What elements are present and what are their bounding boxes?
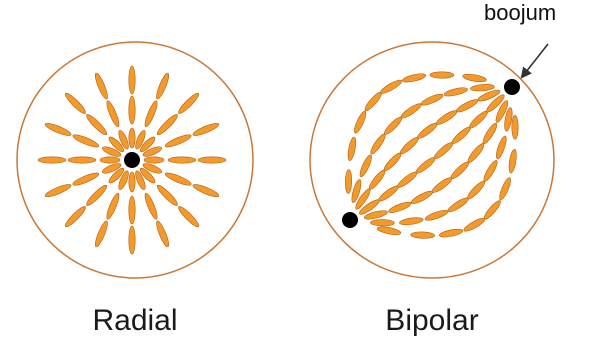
bipolar-mesogen — [410, 189, 434, 206]
bipolar-mesogen — [439, 228, 464, 239]
bipolar-mesogen — [430, 72, 454, 78]
radial-mesogen — [176, 204, 200, 228]
radial-mesogen — [129, 96, 135, 124]
bipolar-mesogen — [402, 72, 427, 84]
bipolar-mesogen — [416, 121, 439, 141]
bipolar-mesogen — [424, 208, 449, 222]
bipolar-mesogen — [449, 160, 471, 181]
radial-mesogen — [168, 157, 196, 163]
bipolar-mesogen — [508, 149, 518, 174]
bipolar-mesogen — [446, 196, 470, 214]
radial-mesogen — [143, 100, 160, 128]
bipolar-mesogen — [498, 176, 513, 201]
radial-mesogen — [44, 182, 72, 199]
radial-mesogen — [144, 157, 164, 163]
radial-mesogen — [129, 172, 135, 192]
radial-mesogen — [155, 112, 179, 136]
radial-mesogen — [129, 128, 135, 148]
bipolar-mesogen — [443, 86, 468, 98]
bipolar-mesogen — [346, 137, 357, 162]
bipolar-mesogen — [481, 122, 499, 146]
bipolar-mesogen — [382, 151, 403, 173]
bipolar-mesogen — [370, 219, 394, 226]
bipolar-mesogen — [420, 92, 445, 107]
bipolar-mesogen — [462, 73, 487, 83]
bipolar-mesogen — [352, 110, 368, 135]
bipolar-mesogen — [468, 109, 490, 130]
radial-mesogen — [68, 157, 96, 163]
bipolar-mesogen — [482, 199, 502, 221]
radial-mesogen — [93, 72, 110, 100]
radial-mesogen — [164, 171, 192, 188]
bipolar-mesogen — [414, 155, 437, 175]
radial-point-defect — [124, 152, 140, 168]
bipolar-mesogen — [430, 176, 453, 195]
bipolar-mesogen — [369, 132, 388, 155]
bipolar-mesogen — [363, 90, 384, 112]
radial-mesogen — [129, 226, 135, 254]
radial-mesogen — [154, 220, 171, 248]
radial-mesogen — [44, 121, 72, 138]
bipolar-mesogen — [455, 97, 479, 114]
bipolar-mesogen — [379, 78, 403, 96]
radial-mesogen — [72, 133, 100, 150]
radial-mesogen — [154, 72, 171, 100]
bipolar-mesogen — [494, 135, 508, 160]
radial-mesogen — [176, 91, 200, 115]
bipolar-mesogen — [398, 135, 420, 156]
radial-mesogen — [155, 183, 179, 207]
radial-mesogen — [105, 192, 122, 220]
bipolar-mesogen — [482, 159, 500, 183]
bipolar-mesogen — [358, 154, 374, 178]
radial-mesogen — [100, 157, 120, 163]
bipolar-mesogen — [466, 142, 486, 165]
radial-mesogen — [192, 182, 220, 199]
radial-mesogen — [129, 66, 135, 94]
bipolar-mesogen — [470, 83, 494, 91]
bipolar-mesogen — [382, 115, 403, 136]
bipolar-mesogen — [377, 225, 402, 236]
radial-mesogen — [198, 157, 226, 163]
bipolar-mesogen — [345, 169, 352, 193]
bipolar-mesogen — [466, 179, 487, 201]
bipolar-droplet — [310, 42, 554, 278]
radial-mesogen — [192, 121, 220, 138]
boojum-arrow — [522, 44, 548, 77]
bipolar-mesogen — [411, 231, 435, 238]
radial-mesogen — [38, 157, 66, 163]
bipolar-mesogen — [435, 108, 459, 126]
bipolar-mesogen — [377, 184, 400, 203]
radial-mesogen — [143, 192, 160, 220]
radial-mesogen — [129, 196, 135, 224]
bipolar-mesogen — [512, 115, 519, 139]
radial-mesogen — [84, 112, 108, 136]
radial-mesogen — [93, 220, 110, 248]
bipolar-mesogen — [388, 200, 413, 215]
radial-mesogen — [105, 100, 122, 128]
bipolar-mesogen — [396, 170, 419, 190]
bipolar-mesogen — [399, 102, 423, 121]
radial-mesogen — [63, 204, 87, 228]
bipolar-mesogen — [367, 168, 387, 191]
bipolar-mesogen — [450, 125, 472, 146]
bipolar-mesogen — [432, 140, 454, 160]
boojum-defect-bottom — [342, 212, 358, 228]
bipolar-mesogen — [399, 216, 424, 226]
boojum-defect-top — [504, 79, 520, 95]
radial-caption: Radial — [92, 306, 177, 336]
bipolar-mesogen — [462, 216, 486, 233]
bipolar-mesogens — [345, 72, 518, 239]
radial-droplet — [17, 42, 253, 278]
radial-mesogen — [72, 171, 100, 188]
bipolar-caption: Bipolar — [385, 306, 478, 336]
radial-mesogen — [63, 91, 87, 115]
radial-mesogen — [84, 183, 108, 207]
radial-mesogen — [164, 133, 192, 150]
boojum-label: boojum — [484, 2, 556, 24]
